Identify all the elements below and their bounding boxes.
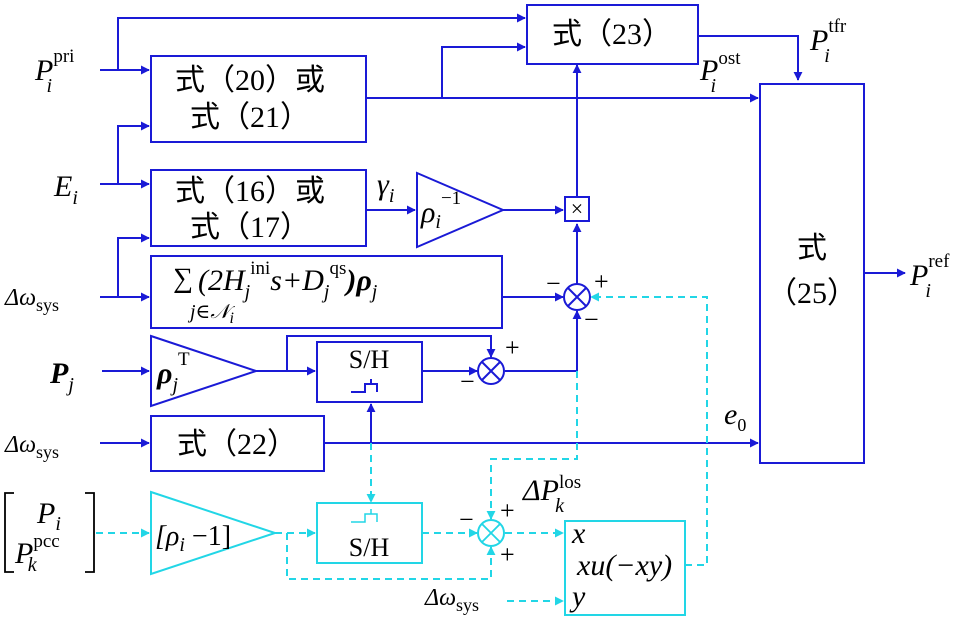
- function-input-x: x: [571, 517, 586, 550]
- eq16-label: 式（16）或: [175, 175, 325, 208]
- gain-rho-minus-one-label: [ρi −1]: [155, 521, 231, 556]
- sum-range: j∈𝒩i: [187, 301, 235, 327]
- label-p-j: Pj: [49, 357, 74, 396]
- label-e0: e0: [724, 398, 746, 435]
- eq20-label: 式（20）或: [175, 64, 325, 97]
- gain-rho-minus-one: [ρi −1]: [150, 490, 279, 576]
- function-input-y: y: [569, 580, 586, 613]
- label-delta-omega-2: Δωsys: [4, 432, 59, 462]
- eq22-block: 式（22）: [150, 415, 325, 472]
- sample-hold-bottom: S/H: [316, 502, 423, 564]
- eq21-label: 式（21）: [190, 101, 310, 134]
- j2-minus-sign: −: [460, 367, 475, 396]
- eq23-block: 式（23）: [526, 4, 699, 65]
- sample-hold-top-label: S/H: [349, 345, 390, 374]
- multiplier-symbol: ×: [571, 196, 583, 221]
- eq16-17-block: 式（16）或 式（17）: [150, 169, 367, 247]
- label-gamma: γi: [377, 168, 394, 207]
- junction-signs: − + − + − − + +: [459, 267, 609, 569]
- j1-plus-sign: +: [594, 267, 609, 296]
- gain-rho-inverse-label: ρi−1: [420, 188, 461, 233]
- j3-top-plus-sign: +: [500, 496, 515, 525]
- sample-hold-bottom-label: S/H: [349, 533, 390, 562]
- function-expression: xu(−xy): [576, 549, 672, 582]
- label-delta-omega-1: Δωsys: [4, 285, 59, 315]
- gain-rho-transpose: ρjT: [150, 334, 260, 408]
- sum-block: ∑ (2Hjinis+Djqs)ρj j∈𝒩i: [150, 255, 503, 329]
- j1-minus-sign: −: [546, 269, 561, 298]
- eq17-label: 式（17）: [190, 211, 310, 244]
- multiplier-block: ×: [564, 196, 590, 222]
- j1-bottom-minus-sign: −: [584, 305, 599, 334]
- eq25-block: 式 （25）: [759, 83, 865, 464]
- gain-rho-inverse: ρi−1: [416, 171, 506, 249]
- label-e-i: Ei: [53, 170, 78, 209]
- j2-plus-sign: +: [505, 333, 520, 362]
- eq20-21-block: 式（20）或 式（21）: [150, 55, 367, 143]
- summing-junction-2: [477, 357, 505, 385]
- j3-bottom-plus-sign: +: [500, 540, 515, 569]
- eq23-label: 式（23）: [552, 18, 672, 51]
- main-signal-lines: [100, 13, 906, 448]
- summing-junction-3: [477, 519, 505, 547]
- sample-hold-top: S/H: [316, 341, 423, 403]
- sum-sigma: ∑: [173, 263, 193, 294]
- eq25-label-top: 式: [797, 232, 827, 265]
- gain-rho-transpose-label: ρjT: [156, 349, 190, 396]
- eq25-label-bottom: （25）: [767, 277, 857, 310]
- sum-expression: (2Hjinis+Djqs)ρj: [198, 258, 378, 303]
- eq22-label: 式（22）: [177, 428, 297, 461]
- nonlinear-function-block: x xu(−xy) y: [564, 517, 686, 616]
- label-p-i: Pi: [36, 497, 61, 535]
- auxiliary-signal-lines: [96, 292, 708, 606]
- summing-junction-1: [563, 283, 591, 311]
- j3-minus-sign: −: [459, 505, 474, 534]
- label-delta-omega-3: Δωsys: [424, 585, 479, 615]
